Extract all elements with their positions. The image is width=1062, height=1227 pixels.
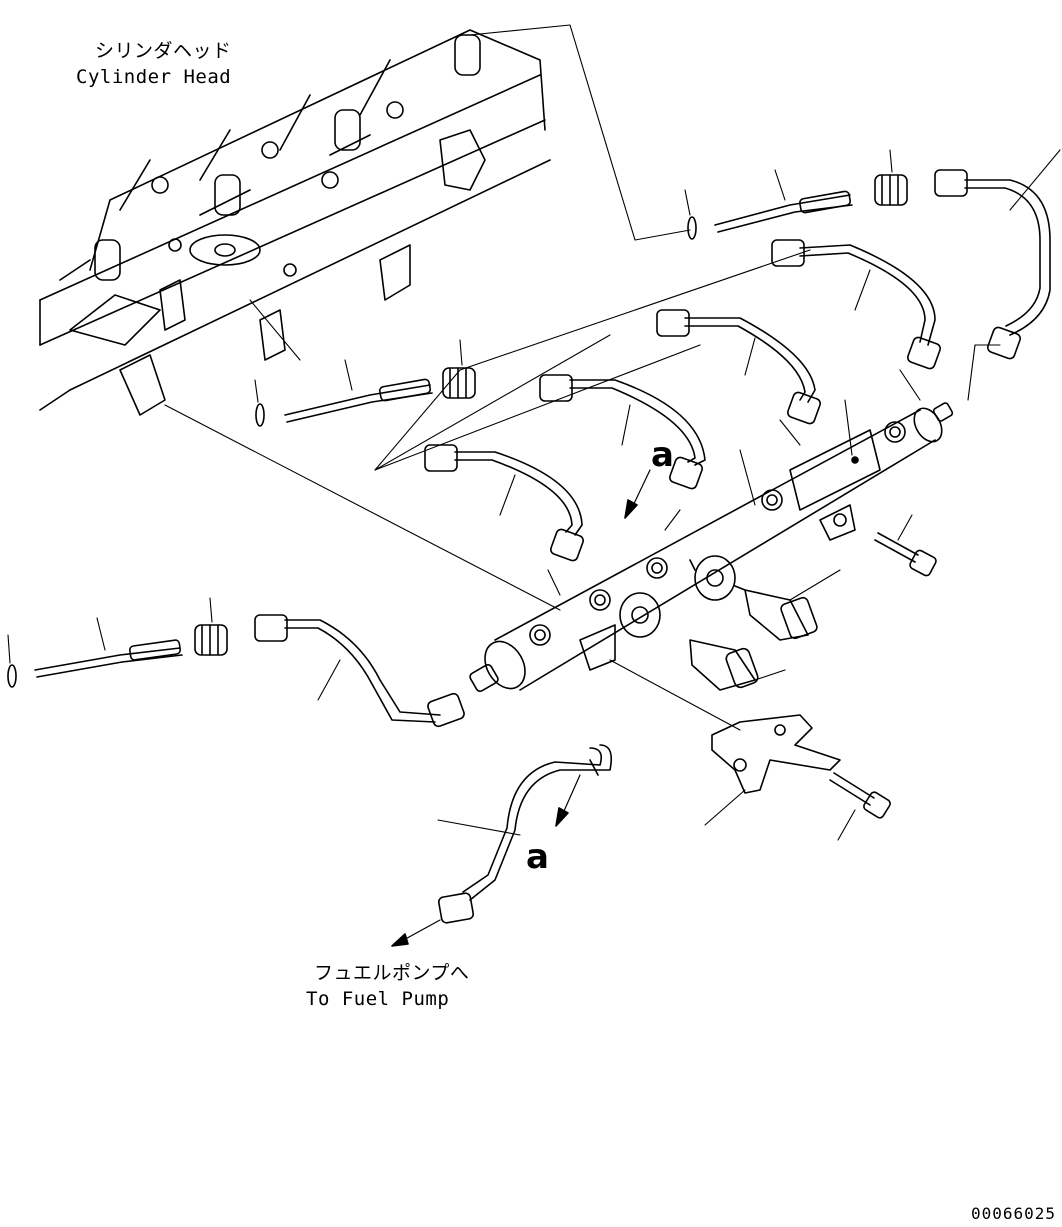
fuel-pump-label-jp: フュエルポンプへ [314, 962, 470, 984]
o-ring-2 [255, 403, 265, 427]
leader-lines [164, 24, 1061, 611]
o-ring-group [7, 189, 697, 688]
pipe-leaders [317, 269, 1001, 836]
detail-a-label-bottom: a [526, 837, 549, 877]
injector-connectors [34, 169, 853, 678]
sleeve-nuts [194, 149, 908, 656]
fuel-pipes [254, 169, 1051, 924]
cylinder-head-label-jp: シリンダヘッド [95, 40, 232, 62]
pressure-sensors [689, 569, 841, 691]
cylinder-head-label-en: Cylinder Head [76, 66, 232, 88]
document-number: 00066025 [970, 1204, 1056, 1223]
cylinder-head [39, 29, 551, 416]
o-ring-3 [7, 664, 17, 688]
fuel-pump-label-en: To Fuel Pump [306, 988, 450, 1010]
o-ring-1 [687, 216, 697, 240]
bolts [829, 514, 937, 841]
detail-arrows [391, 469, 651, 947]
common-rail [469, 399, 954, 692]
mounting-bracket [609, 659, 841, 826]
detail-a-label-top: a [651, 435, 674, 475]
rail-fittings [619, 555, 746, 638]
